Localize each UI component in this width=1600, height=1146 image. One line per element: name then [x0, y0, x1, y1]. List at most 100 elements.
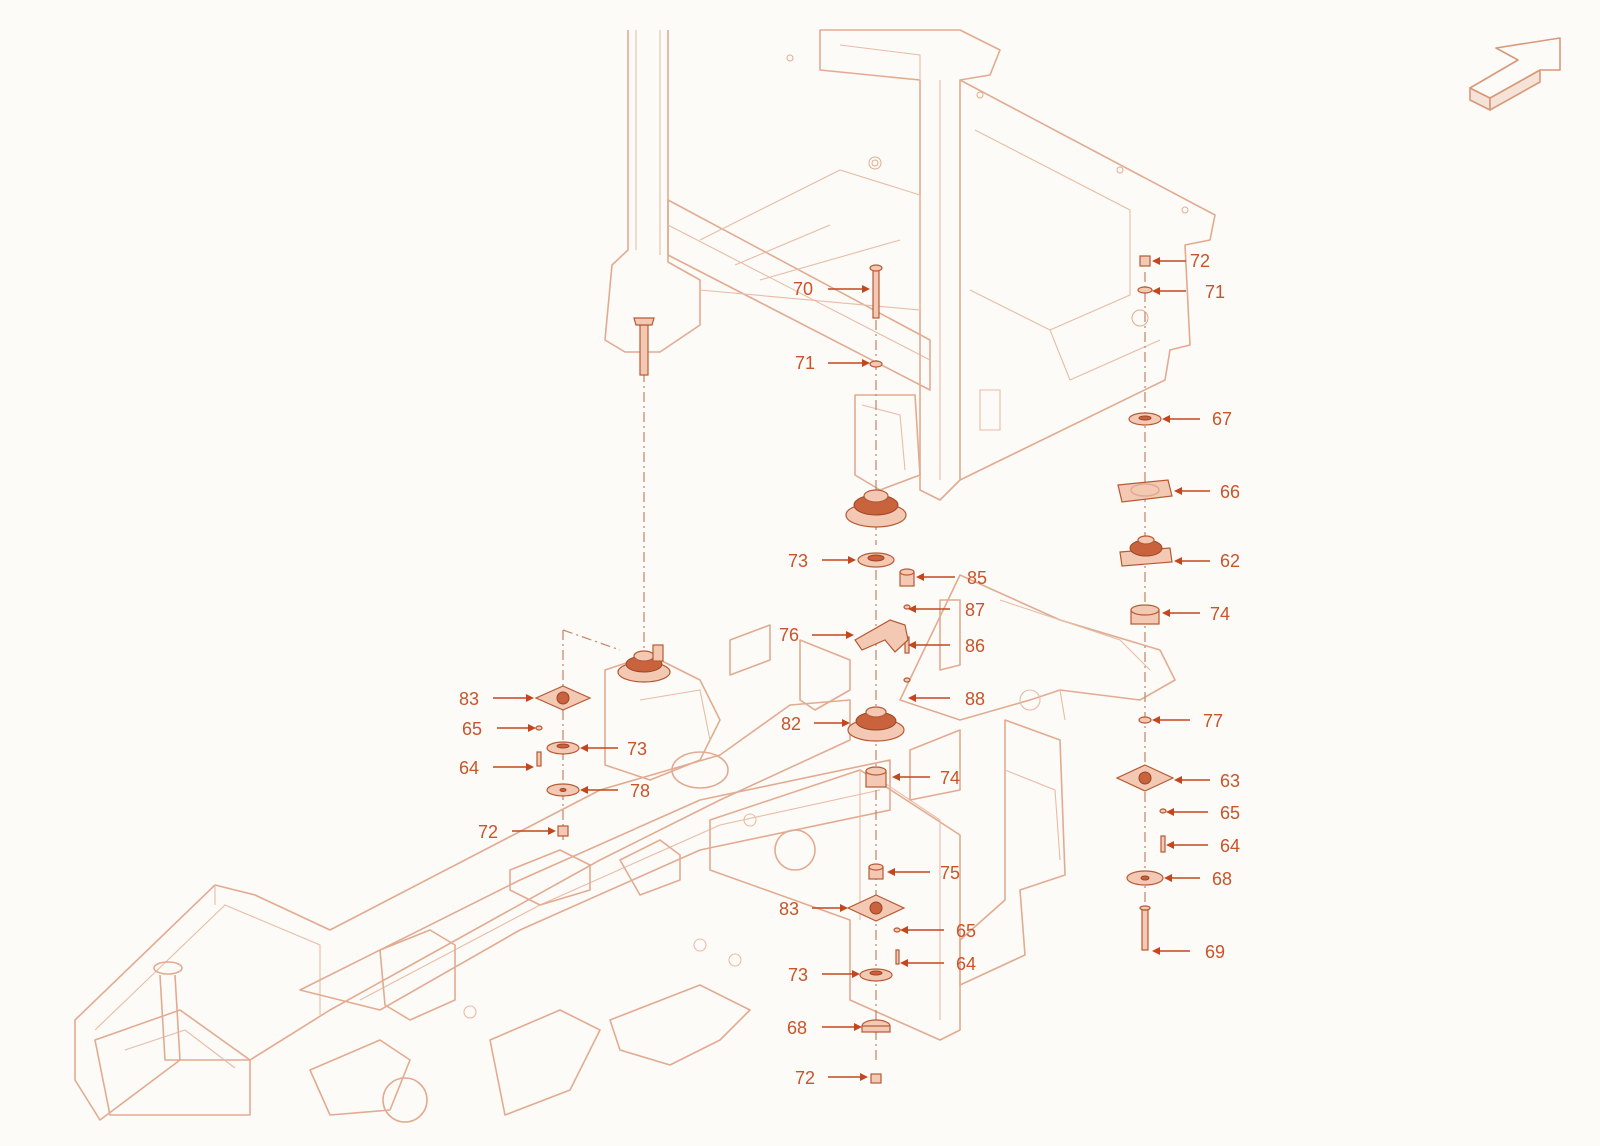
bolt-part — [1160, 835, 1166, 853]
leader-arrow-icon — [862, 359, 870, 367]
mount-part — [847, 706, 905, 742]
callout-label: 71 — [795, 353, 815, 373]
callout-87: 87 — [908, 600, 985, 620]
thick-washer-part — [861, 1019, 891, 1033]
plate-part — [1117, 479, 1173, 503]
nut-part — [1138, 716, 1152, 724]
leader-arrow-icon — [528, 724, 536, 732]
callout-72: 72 — [478, 822, 556, 842]
callout-label: 67 — [1212, 409, 1232, 429]
leader-arrow-icon — [1162, 609, 1170, 617]
callout-83: 83 — [779, 899, 848, 919]
leader-arrow-icon — [908, 694, 916, 702]
washer-part — [535, 725, 543, 731]
plate-part — [1115, 764, 1175, 792]
leader-arrow-icon — [860, 1073, 868, 1081]
leader-arrow-icon — [1152, 287, 1160, 295]
callout-label: 76 — [779, 625, 799, 645]
callout-label: 68 — [787, 1018, 807, 1038]
mount-part — [1119, 535, 1173, 567]
leader-arrow-icon — [840, 904, 848, 912]
callout-label: 70 — [793, 279, 813, 299]
leader-arrow-icon — [1152, 947, 1160, 955]
spacer-part — [865, 766, 887, 788]
lower-chassis-frame — [74, 574, 1176, 1123]
callout-62: 62 — [1174, 551, 1240, 571]
leader-arrow-icon — [842, 719, 850, 727]
callout-label: 64 — [459, 758, 479, 778]
leader-arrow-icon — [848, 556, 856, 564]
cup-washer-part — [546, 741, 580, 755]
small-spacer-part — [868, 863, 884, 880]
callout-66: 66 — [1174, 482, 1240, 502]
callout-label: 72 — [795, 1068, 815, 1088]
leader-arrow-icon — [526, 763, 534, 771]
leader-arrow-icon — [908, 605, 916, 613]
callout-label: 73 — [788, 965, 808, 985]
callout-label: 69 — [1205, 942, 1225, 962]
callout-74: 74 — [1162, 604, 1230, 624]
washer-part — [893, 927, 901, 933]
upper-cab-frame — [604, 29, 1216, 501]
callout-label: 65 — [956, 921, 976, 941]
leader-arrow-icon — [1174, 776, 1182, 784]
callout-74: 74 — [892, 768, 960, 788]
callout-label: 82 — [781, 714, 801, 734]
callout-65: 65 — [462, 719, 536, 739]
washer-part — [903, 604, 911, 610]
callout-label: 74 — [1210, 604, 1230, 624]
callout-85: 85 — [916, 568, 987, 588]
nut-part — [557, 825, 569, 837]
callout-68: 68 — [1164, 869, 1232, 889]
callout-77: 77 — [1152, 711, 1223, 731]
thick-washer-part — [1126, 870, 1164, 886]
leader-arrow-icon — [1174, 557, 1182, 565]
leader-arrow-icon — [887, 868, 895, 876]
leader-arrow-icon — [862, 285, 870, 293]
callout-label: 66 — [1220, 482, 1240, 502]
callout-label: 62 — [1220, 551, 1240, 571]
mount-part — [845, 489, 907, 528]
thick-washer-part — [546, 783, 580, 797]
cup-washer-part — [857, 552, 895, 568]
callout-68: 68 — [787, 1018, 862, 1038]
callout-71: 71 — [1152, 282, 1225, 302]
callout-64: 64 — [1166, 836, 1240, 856]
callout-label: 65 — [462, 719, 482, 739]
leader-arrow-icon — [892, 773, 900, 781]
leader-arrow-icon — [526, 694, 534, 702]
callout-label: 73 — [788, 551, 808, 571]
callout-65: 65 — [1166, 803, 1240, 823]
callout-label: 83 — [459, 689, 479, 709]
cup-washer-part — [1128, 412, 1162, 426]
plate-part — [846, 894, 906, 922]
nut-part — [870, 1073, 882, 1084]
bolt-part — [536, 751, 542, 767]
parts — [534, 255, 1175, 1084]
callouts: 70 71 72 71 67 66 62 74 77 63 65 64 68 6… — [459, 251, 1240, 1088]
leader-arrow-icon — [900, 959, 908, 967]
callout-label: 85 — [967, 568, 987, 588]
leader-arrow-icon — [580, 744, 588, 752]
nut-part — [1139, 255, 1151, 267]
leader-arrow-icon — [1152, 716, 1160, 724]
callout-label: 71 — [1205, 282, 1225, 302]
leader-arrow-icon — [852, 970, 860, 978]
callout-label: 77 — [1203, 711, 1223, 731]
callout-label: 64 — [1220, 836, 1240, 856]
callout-label: 87 — [965, 600, 985, 620]
next-page-arrow-icon[interactable] — [1469, 37, 1561, 111]
leader-arrow-icon — [1152, 257, 1160, 265]
washer-part — [1159, 808, 1167, 814]
leader-arrow-icon — [1162, 415, 1170, 423]
callout-label: 72 — [1190, 251, 1210, 271]
leader-arrow-icon — [1166, 841, 1174, 849]
callout-72: 72 — [1152, 251, 1210, 271]
leader-arrow-icon — [908, 641, 916, 649]
callout-63: 63 — [1174, 771, 1240, 791]
leader-arrow-icon — [846, 631, 854, 639]
callout-73: 73 — [580, 739, 647, 759]
callout-label: 88 — [965, 689, 985, 709]
washer-part — [903, 677, 911, 683]
